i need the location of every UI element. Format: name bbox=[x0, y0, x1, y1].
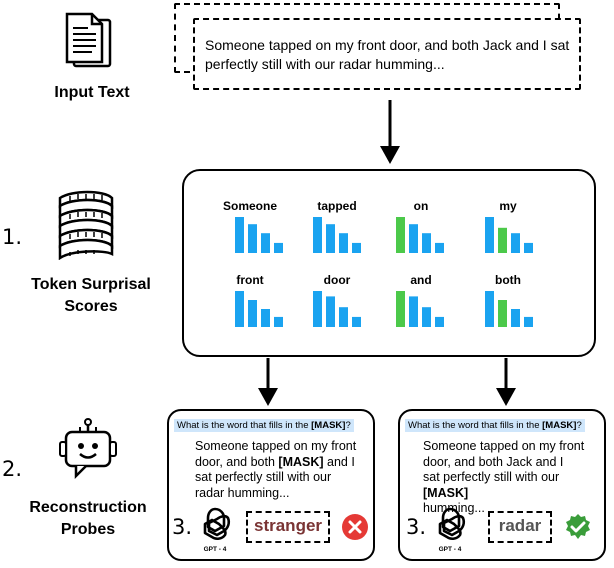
bar-chart-icon bbox=[485, 291, 533, 327]
surprisal-bar bbox=[485, 217, 494, 253]
token-surprisal-label-line1: Token Surprisal bbox=[31, 276, 151, 293]
mask-token: [MASK] bbox=[423, 485, 469, 500]
surprisal-bar bbox=[261, 233, 270, 253]
question-suffix: ? bbox=[345, 420, 351, 431]
surprisal-bar bbox=[498, 300, 507, 327]
masked-passage: Someone tapped on my front door, and bot… bbox=[423, 439, 593, 517]
surprisal-bar bbox=[339, 233, 348, 253]
step-number: 3. bbox=[406, 515, 427, 539]
reconstruction-probes-label: Reconstruction Probes bbox=[12, 497, 164, 541]
input-text-label: Input Text bbox=[54, 84, 130, 101]
bar-chart-icon bbox=[313, 291, 361, 327]
surprisal-bar bbox=[422, 307, 431, 327]
input-document bbox=[193, 18, 581, 90]
surprisal-bar bbox=[274, 316, 283, 327]
bar-chart-icon bbox=[396, 291, 444, 327]
bar-chart-icon bbox=[396, 217, 444, 253]
surprisal-bar bbox=[511, 309, 520, 327]
surprisal-bar bbox=[396, 291, 405, 327]
arrow-down-icon bbox=[380, 100, 400, 164]
surprisal-bar bbox=[274, 242, 283, 253]
token-label: Someone bbox=[222, 199, 277, 213]
arrow-down-icon bbox=[258, 358, 278, 406]
question-suffix: ? bbox=[576, 420, 582, 431]
token-surprisal-label: Token Surprisal Scores bbox=[16, 274, 166, 318]
surprisal-bar bbox=[422, 233, 431, 253]
question-text: What is the word that fills in the [MASK… bbox=[405, 419, 585, 432]
surprisal-bar bbox=[248, 224, 257, 253]
question-text: What is the word that fills in the [MASK… bbox=[174, 419, 354, 432]
step-number: 1. bbox=[2, 225, 23, 249]
surprisal-bar bbox=[396, 217, 405, 253]
passage-line: humming... bbox=[423, 501, 485, 515]
token-label: on bbox=[413, 199, 429, 213]
surprisal-bar bbox=[435, 316, 444, 327]
surprisal-bar bbox=[485, 291, 494, 327]
token-label: front bbox=[236, 273, 264, 287]
surprisal-bar bbox=[326, 224, 335, 253]
bar-chart-icon bbox=[313, 217, 361, 253]
document-icon bbox=[62, 12, 114, 72]
surprisal-bar bbox=[498, 227, 507, 253]
mask-token: [MASK] bbox=[278, 454, 324, 469]
answer-box: stranger bbox=[246, 511, 330, 543]
bar-chart-icon bbox=[485, 217, 533, 253]
gpt-logo-icon bbox=[203, 507, 231, 541]
surprisal-bar bbox=[235, 217, 244, 253]
incorrect-icon bbox=[342, 514, 368, 540]
reconstruction-probes-label-line2: Probes bbox=[60, 521, 116, 538]
surprisal-bar bbox=[339, 307, 348, 327]
robot-icon bbox=[56, 418, 120, 482]
surprisal-bar bbox=[524, 242, 533, 253]
question-prefix: What is the word that fills in the bbox=[177, 420, 312, 431]
token-label: door bbox=[323, 273, 351, 287]
passage-line: Someone tapped on my front bbox=[195, 439, 357, 453]
probe-card-right bbox=[398, 409, 606, 561]
surprisal-bar bbox=[511, 233, 520, 253]
surprisal-bar bbox=[313, 291, 322, 327]
token-label: both bbox=[495, 273, 521, 287]
masked-passage: Someone tapped on my front door, and bot… bbox=[195, 439, 365, 501]
passage-line: sat perfectly still with our bbox=[195, 470, 332, 484]
surprisal-bar bbox=[248, 300, 257, 327]
passage-line: sat perfectly still with our [MASK] bbox=[423, 470, 560, 500]
surprisal-bar bbox=[261, 309, 270, 327]
token-label: my bbox=[499, 199, 517, 213]
arrow-down-icon bbox=[496, 358, 516, 406]
bar-chart-icon bbox=[235, 291, 283, 327]
probe-card-left bbox=[167, 409, 375, 561]
surprisal-scores-panel bbox=[182, 169, 596, 357]
passage-line: Someone tapped on my front bbox=[423, 439, 585, 453]
correct-icon bbox=[566, 514, 590, 539]
question-mask: [MASK] bbox=[311, 420, 346, 431]
passage-line: door, and both Jack and I bbox=[423, 454, 564, 469]
surprisal-bar bbox=[352, 242, 361, 253]
surprisal-bar bbox=[326, 296, 335, 327]
input-text: Someone tapped on my front door, and bot… bbox=[205, 37, 570, 72]
surprisal-bar bbox=[352, 316, 361, 327]
surprisal-bar bbox=[313, 217, 322, 253]
token-surprisal-label-line2: Scores bbox=[64, 298, 118, 315]
bar-chart-icon bbox=[235, 217, 283, 253]
surprisal-bar bbox=[524, 316, 533, 327]
token-label: tapped bbox=[317, 199, 357, 213]
step-number: 2. bbox=[2, 457, 23, 481]
measuring-tape-icon bbox=[52, 188, 120, 261]
question-prefix: What is the word that fills in the bbox=[408, 420, 543, 431]
reconstruction-probes-label-line1: Reconstruction bbox=[29, 499, 147, 516]
gpt-logo-icon bbox=[438, 507, 466, 541]
step-number: 3. bbox=[172, 515, 193, 539]
question-mask: [MASK] bbox=[542, 420, 577, 431]
surprisal-bar bbox=[235, 291, 244, 327]
passage-line: door, and both [MASK] and I bbox=[195, 454, 355, 469]
passage-line: radar humming... bbox=[195, 485, 290, 500]
surprisal-bar bbox=[435, 242, 444, 253]
answer-box: radar bbox=[488, 511, 552, 543]
surprisal-bar bbox=[409, 296, 418, 327]
surprisal-bar bbox=[409, 224, 418, 253]
token-label: and bbox=[410, 273, 432, 287]
model-label: GPT - 4 bbox=[203, 546, 227, 553]
model-label: GPT - 4 bbox=[438, 546, 462, 553]
